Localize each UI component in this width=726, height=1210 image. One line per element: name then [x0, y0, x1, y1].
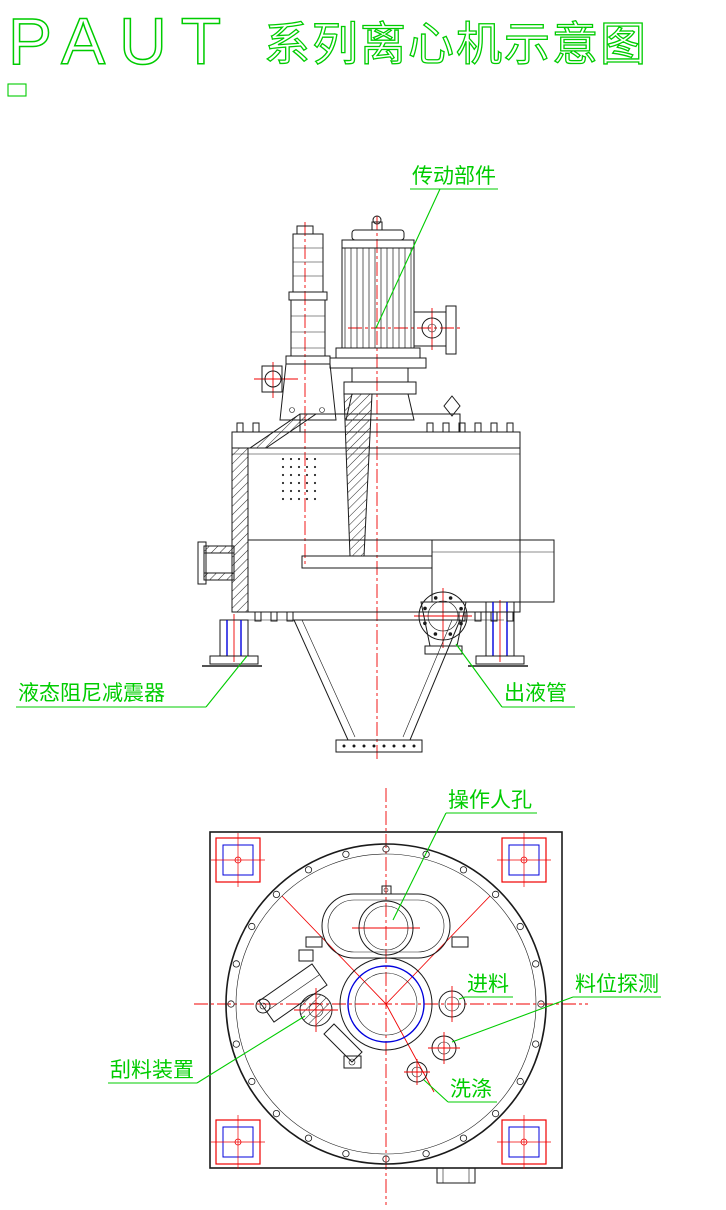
- manhole-handle-right: [451, 936, 469, 948]
- callout-washing: 洗涤: [423, 1078, 497, 1103]
- callout-damper: 液态阻尼减震器: [16, 655, 248, 708]
- callout-manhole: 操作人孔: [392, 789, 537, 921]
- label-transmission: 传动部件: [412, 165, 496, 188]
- feed-nozzle: [438, 986, 466, 1022]
- green-layer-marker: [7, 83, 27, 97]
- scraper-device: [255, 949, 363, 1069]
- motor-flange: [445, 305, 457, 355]
- callout-feed: 进料: [458, 973, 513, 1000]
- title-chinese: 系列离心机示意图: [264, 18, 648, 70]
- label-outlet: 出液管: [504, 682, 567, 705]
- front-elevation-view: [197, 215, 555, 760]
- label-feed: 进料: [467, 973, 509, 996]
- perforated-panel: [280, 458, 318, 504]
- callouts: 传动部件 液态阻尼减震器 出液管 操作人孔 进料 料位探测: [16, 165, 661, 1103]
- center-shaft-opening: [339, 957, 433, 1051]
- label-washing: 洗涤: [450, 1078, 492, 1101]
- label-scraper: 刮料装置: [110, 1059, 194, 1082]
- casing: [231, 393, 555, 621]
- left-support-damper: [202, 619, 262, 667]
- bearing-housing: [279, 363, 337, 421]
- cover-flange-ring: [225, 843, 547, 1165]
- washing-nozzle: [404, 1059, 430, 1085]
- label-level-detect: 料位探测: [575, 973, 659, 996]
- callout-transmission: 传动部件: [375, 165, 498, 329]
- hopper-flange: [335, 739, 423, 753]
- bottom-pipe-stub: [436, 1167, 476, 1184]
- title-block: PAUT 系列离心机示意图: [7, 3, 648, 97]
- motor: [329, 215, 457, 421]
- manhole-handle-left: [305, 936, 323, 948]
- plan-view: [194, 788, 588, 1205]
- label-damper: 液态阻尼减震器: [18, 682, 165, 705]
- side-flange: [264, 370, 282, 388]
- title-latin: PAUT: [8, 4, 235, 78]
- callout-scraper: 刮料装置: [108, 1015, 306, 1084]
- label-manhole: 操作人孔: [448, 789, 532, 812]
- left-pipe: [197, 541, 235, 585]
- lifting-lug: [443, 395, 461, 417]
- level-detector-nozzle: [428, 1032, 460, 1064]
- generated-bolt-details: [227, 422, 545, 1163]
- callout-level-detect: 料位探测: [451, 973, 661, 1043]
- right-support-damper: [468, 601, 528, 667]
- lifting-eye: [372, 215, 382, 225]
- discharge-hopper: [293, 619, 461, 753]
- casing-wall-section: [231, 447, 249, 613]
- callout-outlet: 出液管: [455, 643, 575, 708]
- shaft-assembly: [261, 225, 337, 421]
- base-plate: [209, 831, 563, 1169]
